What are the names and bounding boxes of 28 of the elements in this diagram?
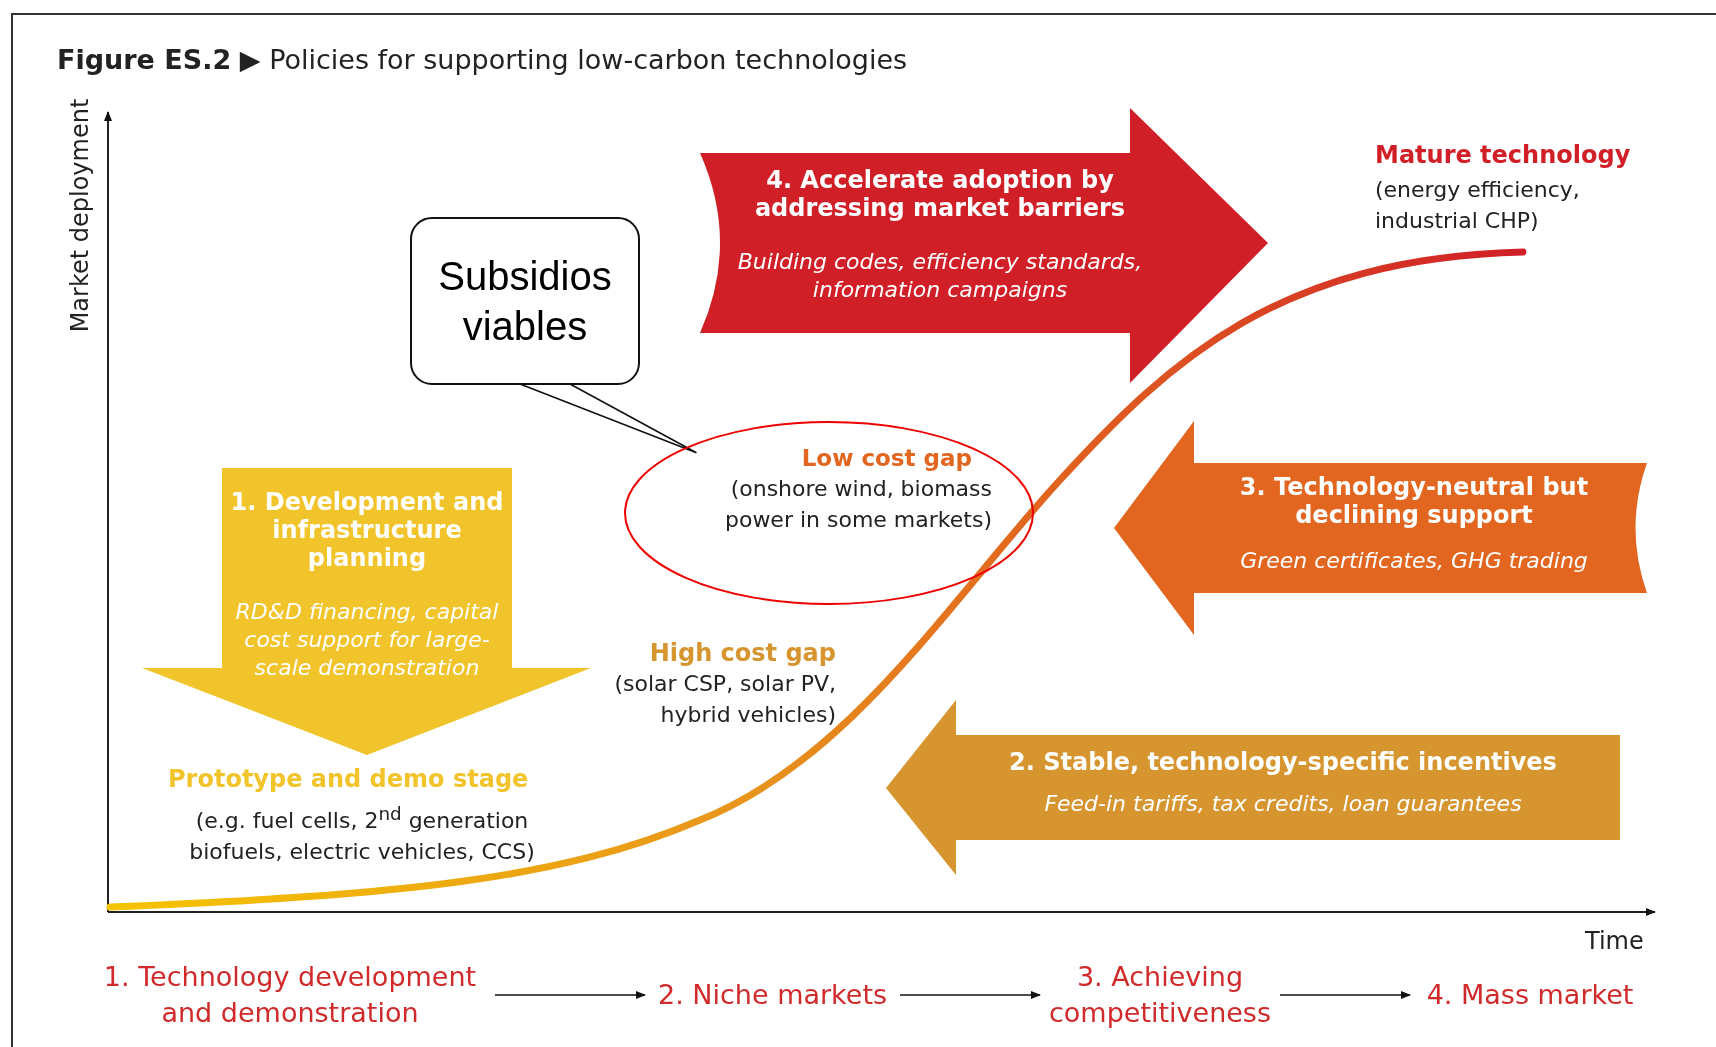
policy-description: RD&D financing, capital cost support for large-scale demonstration bbox=[234, 598, 500, 682]
stage-label: 3. Achieving competitiveness bbox=[1040, 955, 1280, 1035]
description: (solar CSP, solar PV, hybrid vehicles) bbox=[613, 670, 836, 729]
arrow bbox=[494, 991, 646, 999]
policy-heading: 4. Accelerate adoption by addressing market barriers bbox=[753, 166, 1127, 222]
figure-title: Figure ES.2 ▶ Policies for supporting low-carbon technologies bbox=[57, 44, 908, 75]
stage-label: 4. Mass market bbox=[1410, 975, 1650, 1015]
axis-title: Time bbox=[1585, 926, 1644, 957]
policy-description: Green certificates, GHG trading bbox=[1239, 547, 1589, 575]
description: (onshore wind, biomass power in some markets) bbox=[723, 475, 992, 534]
policy-description: Feed-in tariffs, tax credits, loan guarantees bbox=[1043, 790, 1523, 818]
stage-label: 2. Niche markets bbox=[645, 975, 900, 1015]
arrow bbox=[899, 991, 1041, 999]
heading: Low cost gap bbox=[801, 444, 972, 473]
stage-description: (e.g. fuel cells, 2$^{nd}$ generation biofuels, electric vehicles, CCS) bbox=[188, 802, 536, 867]
stage-heading: Prototype and demo stage bbox=[168, 764, 529, 794]
arrow bbox=[1279, 991, 1411, 999]
policy-description: Building codes, efficiency standards, information campaigns bbox=[736, 248, 1144, 304]
speech-bubble: Subsidios viables bbox=[410, 217, 640, 385]
policy-heading: 3. Technology-neutral but declining support bbox=[1238, 473, 1590, 529]
stage-label: 1. Technology development and demonstration bbox=[85, 955, 495, 1035]
leader-line bbox=[519, 383, 698, 454]
description: (energy efficiency, industrial CHP) bbox=[1375, 176, 1581, 235]
axis-title: Market deployment bbox=[64, 97, 95, 335]
policy-heading: 1. Development and infrastructure planning bbox=[229, 488, 505, 572]
heading: High cost gap bbox=[649, 638, 836, 668]
heading: Mature technology bbox=[1375, 140, 1631, 170]
policy-heading: 2. Stable, technology-specific incentives bbox=[1008, 748, 1558, 776]
